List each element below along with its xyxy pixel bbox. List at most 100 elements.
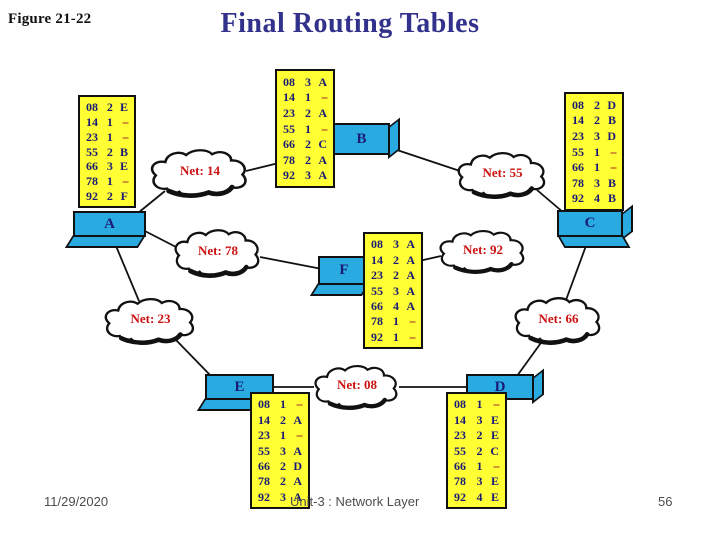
cost: 3 [594, 128, 600, 143]
cost: 2 [280, 474, 286, 489]
next_router: A [318, 152, 327, 167]
network: 78 [86, 174, 98, 189]
next_router: E [119, 99, 128, 114]
cost: 2 [594, 113, 600, 128]
router-3d-face [64, 235, 146, 248]
footer-text: Unit-3 : Network Layer [290, 494, 420, 509]
cost: 1 [476, 397, 483, 412]
cost: 3 [106, 159, 113, 174]
network: 23 [86, 129, 98, 144]
cost: 3 [476, 412, 483, 427]
next_router: A [406, 298, 415, 313]
network: 08 [283, 74, 295, 89]
next_router: D [607, 97, 616, 112]
network-cloud-55: Net: 55 [455, 151, 550, 199]
network: 66 [371, 298, 383, 313]
network: 08 [572, 97, 584, 112]
router-B: B [333, 117, 400, 159]
network-cloud-78: Net: 78 [172, 228, 264, 278]
cost: 2 [305, 105, 311, 120]
next_router: A [318, 105, 327, 120]
next_router: -- [296, 397, 303, 412]
cost: 2 [106, 189, 113, 204]
next_router: A [406, 252, 415, 267]
routing-table-row: 55 1 -- [566, 146, 622, 158]
next_router: -- [321, 121, 328, 136]
network-cloud-08: Net: 08 [312, 364, 402, 410]
next_router: -- [610, 144, 617, 159]
network-cloud-92: Net: 92 [437, 229, 529, 274]
cost: 1 [594, 144, 600, 159]
cost: 1 [594, 160, 600, 175]
network: 14 [371, 252, 383, 267]
cost: 4 [393, 298, 399, 313]
network: 23 [283, 105, 295, 120]
network: 66 [258, 458, 270, 473]
router-name: F [339, 262, 349, 278]
cost: 2 [594, 97, 600, 112]
network: 14 [454, 412, 466, 427]
cost: 2 [280, 458, 286, 473]
next_router: E [119, 159, 128, 174]
next_router: E [490, 428, 499, 443]
next_router: E [490, 489, 499, 504]
cost: 2 [305, 152, 311, 167]
network: 14 [86, 114, 98, 129]
next_router: E [490, 474, 499, 489]
cost: 1 [476, 458, 483, 473]
footer-date: 11/29/2020 [44, 494, 109, 509]
network: 55 [572, 144, 584, 159]
next_router: D [293, 458, 302, 473]
network: 55 [283, 121, 295, 136]
network: 08 [86, 99, 98, 114]
next_router: A [293, 489, 302, 504]
cost: 2 [106, 99, 113, 114]
next_router: -- [409, 314, 416, 329]
cost: 1 [305, 121, 311, 136]
next_router: E [490, 412, 499, 427]
network: 78 [371, 314, 383, 329]
next_router: A [293, 443, 302, 458]
cost: 1 [106, 129, 113, 144]
network: 55 [258, 443, 270, 458]
cost: 2 [476, 443, 483, 458]
next_router: -- [122, 174, 129, 189]
cloud-icon [174, 229, 260, 278]
cost: 3 [280, 489, 286, 504]
cost: 2 [106, 144, 113, 159]
next_router: B [607, 113, 616, 128]
next_router: C [318, 137, 327, 152]
next_router: B [607, 175, 616, 190]
next_router: D [607, 128, 616, 143]
next_router: A [406, 237, 415, 252]
network: 14 [283, 90, 295, 105]
next_router: A [318, 168, 327, 183]
network: 14 [572, 113, 584, 128]
cost: 1 [393, 329, 399, 344]
router-name: E [234, 378, 245, 395]
network-cloud-23: Net: 23 [102, 297, 199, 345]
